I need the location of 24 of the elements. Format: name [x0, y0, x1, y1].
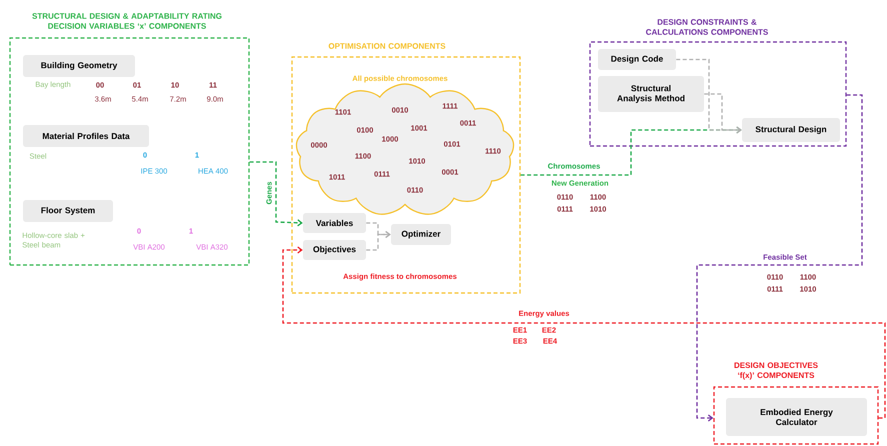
process-box: Structural Design: [742, 118, 840, 142]
arrow: [366, 230, 391, 251]
process-box: Material Profiles Data: [23, 125, 149, 147]
process-box: Embodied Energy Calculator: [726, 398, 867, 436]
group-frame: [9, 37, 250, 266]
process-box: Variables: [303, 213, 366, 233]
arrow: [250, 161, 303, 226]
group-heading: OPTIMISATION COMPONENTS: [328, 43, 446, 49]
arrow: [282, 246, 886, 419]
process-box: Floor System: [23, 200, 113, 222]
group-frame: [291, 56, 521, 294]
cloud: [296, 83, 514, 215]
group-frame: [589, 41, 847, 147]
arrow: [704, 93, 742, 134]
process-box: Design Code: [598, 49, 676, 70]
process-box: Structural Analysis Method: [598, 76, 704, 112]
process-box: Building Geometry: [23, 55, 135, 77]
process-box: Optimizer: [391, 224, 451, 245]
process-box: Objectives: [303, 240, 366, 260]
group-heading: DESIGN OBJECTIVES ‘f(x)’ COMPONENTS: [734, 362, 818, 380]
group-frame: [713, 386, 879, 445]
arrow: [696, 94, 863, 422]
group-heading: DESIGN CONSTRAINTS & CALCULATIONS COMPONENTS: [646, 19, 768, 35]
group-heading: STRUCTURAL DESIGN & ADAPTABILITY RATING DECISION VARIABLES ‘x’ COMPONENTS: [32, 13, 222, 29]
